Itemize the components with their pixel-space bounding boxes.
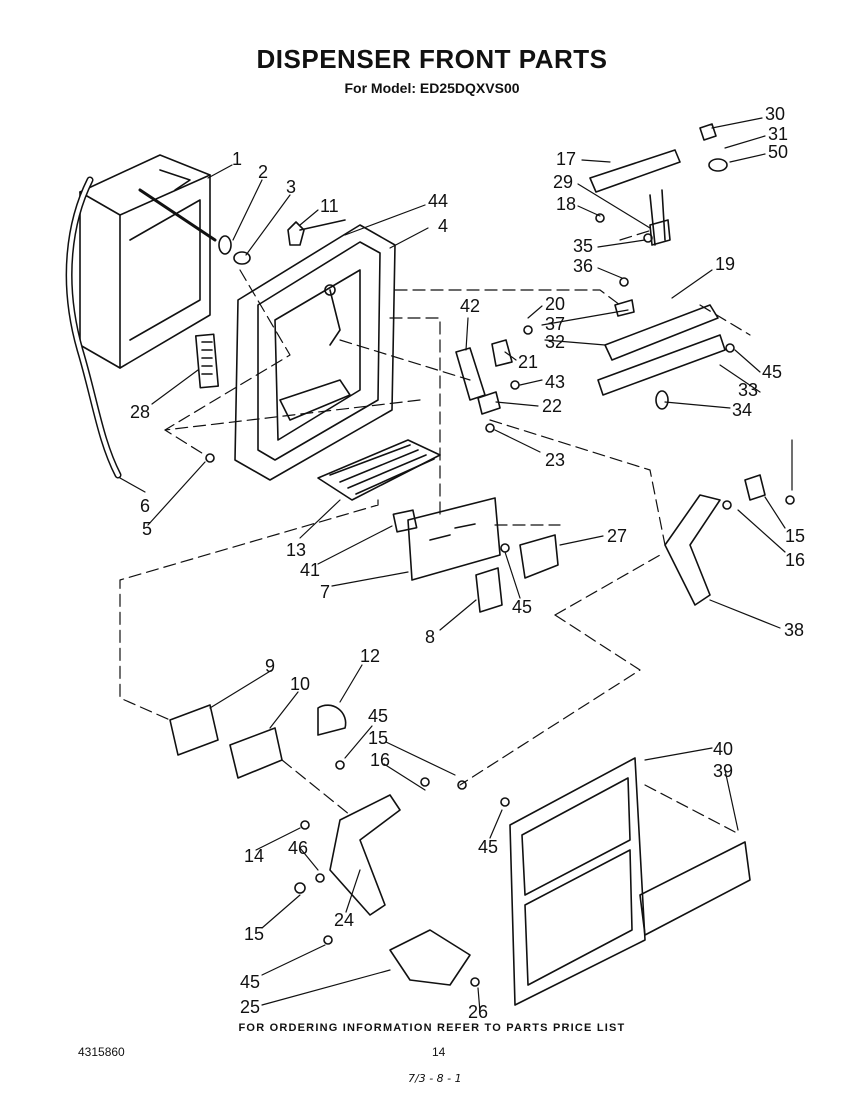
callout: 6 bbox=[140, 496, 150, 516]
callout: 16 bbox=[785, 550, 805, 570]
page-number: 14 bbox=[432, 1045, 446, 1059]
callout: 8 bbox=[425, 627, 435, 647]
part-label bbox=[392, 509, 418, 533]
callout: 45 bbox=[240, 972, 260, 992]
connection-lines bbox=[119, 229, 751, 833]
callout: 13 bbox=[286, 540, 306, 560]
callout: 31 bbox=[768, 124, 788, 144]
handwritten-code: 7/3 - 8 - 1 bbox=[408, 1072, 462, 1085]
part-cover bbox=[519, 534, 559, 579]
callout: 42 bbox=[460, 296, 480, 316]
callout: 14 bbox=[244, 846, 264, 866]
part-control-panel bbox=[407, 497, 501, 581]
callout: 24 bbox=[334, 910, 354, 930]
callout: 16 bbox=[370, 750, 390, 770]
part-plug bbox=[655, 390, 669, 410]
callout: 39 bbox=[713, 761, 733, 781]
part-frame-bracket bbox=[604, 304, 719, 361]
callout: 9 bbox=[265, 656, 275, 676]
callout: 15 bbox=[368, 728, 388, 748]
callout: 27 bbox=[607, 526, 627, 546]
part-pad bbox=[491, 339, 513, 367]
part-knob bbox=[699, 123, 717, 141]
part-actuator bbox=[477, 391, 501, 415]
callout: 28 bbox=[130, 402, 150, 422]
part-trim-plate bbox=[639, 841, 751, 936]
fasteners bbox=[205, 213, 795, 987]
part-actuator-arm bbox=[664, 494, 721, 606]
part-bottom-rail bbox=[597, 334, 726, 396]
callout: 2 bbox=[258, 162, 268, 182]
callout: 25 bbox=[240, 997, 260, 1017]
part-lever-arm bbox=[329, 794, 401, 916]
part-connector bbox=[287, 221, 305, 246]
callout: 44 bbox=[428, 191, 448, 211]
callout: 18 bbox=[556, 194, 576, 214]
callout: 37 bbox=[545, 314, 565, 334]
callout: 32 bbox=[545, 332, 565, 352]
model-subtitle: For Model: ED25DQXVS00 bbox=[344, 80, 520, 96]
callout: 34 bbox=[732, 400, 752, 420]
callout: 12 bbox=[360, 646, 380, 666]
callout: 20 bbox=[545, 294, 565, 314]
callout: 1 bbox=[232, 149, 242, 169]
callout: 22 bbox=[542, 396, 562, 416]
part-cap bbox=[708, 158, 728, 172]
callout: 45 bbox=[762, 362, 782, 382]
part-funnel bbox=[389, 929, 471, 986]
callout: 45 bbox=[512, 597, 532, 617]
callout: 36 bbox=[573, 256, 593, 276]
callout: 11 bbox=[320, 196, 339, 216]
part-ring bbox=[218, 235, 232, 255]
callout: 38 bbox=[784, 620, 804, 640]
callout: 43 bbox=[545, 372, 565, 392]
callout: 45 bbox=[478, 837, 498, 857]
callout: 10 bbox=[290, 674, 310, 694]
callout: 35 bbox=[573, 236, 593, 256]
callout: 4 bbox=[438, 216, 448, 236]
callout: 19 bbox=[715, 254, 735, 274]
part-ice-chute-housing bbox=[79, 154, 217, 369]
part-bracket bbox=[475, 567, 503, 613]
callout: 23 bbox=[545, 450, 565, 470]
leader-lines bbox=[119, 117, 793, 1013]
part-grille-strip bbox=[194, 333, 220, 389]
callout: 21 bbox=[518, 352, 538, 372]
callout: 41 bbox=[300, 560, 320, 580]
callout: 45 bbox=[368, 706, 388, 726]
document-number: 4315860 bbox=[78, 1045, 125, 1059]
callout: 26 bbox=[468, 1002, 488, 1022]
part-lever bbox=[455, 347, 486, 401]
part-drip-tray bbox=[317, 439, 441, 501]
part-half-disc bbox=[317, 704, 347, 736]
part-bracket-right bbox=[744, 474, 766, 501]
callout: 30 bbox=[765, 104, 785, 124]
callout: 46 bbox=[288, 838, 308, 858]
callout: 15 bbox=[785, 526, 805, 546]
part-dispenser-frame bbox=[234, 219, 396, 481]
callout: 17 bbox=[556, 149, 576, 169]
part-top-strip bbox=[589, 149, 681, 193]
callout: 5 bbox=[142, 519, 152, 539]
callout-labels: 1 2 3 11 44 4 30 31 50 17 29 18 35 36 19… bbox=[130, 104, 805, 1022]
callout: 15 bbox=[244, 924, 264, 944]
callout: 50 bbox=[768, 142, 788, 162]
part-clip bbox=[614, 299, 635, 317]
part-slide bbox=[229, 727, 283, 779]
callout: 7 bbox=[320, 582, 330, 602]
callout: 3 bbox=[286, 177, 296, 197]
callout: 40 bbox=[713, 739, 733, 759]
page-title: DISPENSER FRONT PARTS bbox=[256, 44, 608, 74]
ordering-note: FOR ORDERING INFORMATION REFER TO PARTS … bbox=[238, 1022, 626, 1034]
callout: 33 bbox=[738, 380, 758, 400]
part-bushing bbox=[233, 251, 251, 265]
part-housing-bottom bbox=[169, 704, 219, 756]
callout: 29 bbox=[553, 172, 573, 192]
part-door-panel bbox=[509, 757, 646, 1006]
